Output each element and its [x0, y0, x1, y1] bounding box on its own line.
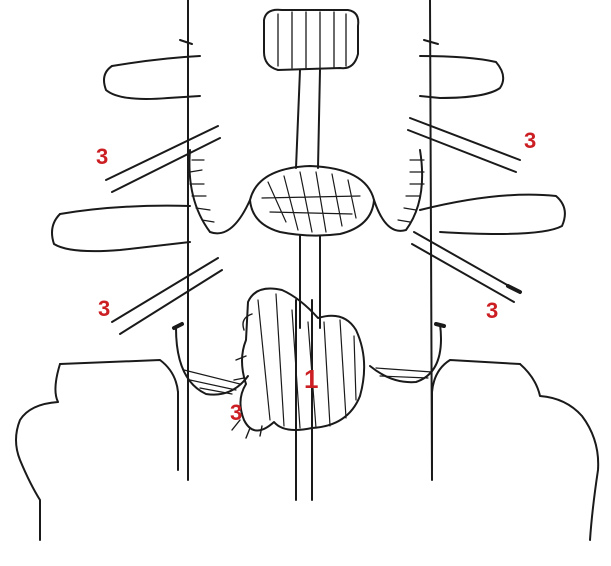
spinal-column-upper	[296, 70, 320, 168]
label-herniated-disc: 1	[304, 366, 318, 392]
nerve-root-lower-left	[112, 258, 222, 334]
middle-disc	[250, 166, 374, 236]
label-nerve-root-lower-center: 3	[230, 402, 242, 424]
nerve-root-upper-right	[408, 118, 520, 172]
transverse-process-upper-left	[104, 56, 200, 99]
transverse-process-middle-right	[420, 195, 565, 234]
nerve-root-lower-right	[412, 232, 520, 302]
transverse-process-upper-right	[420, 56, 503, 98]
dural-sac-outline	[180, 0, 438, 500]
spinal-column-lower	[300, 236, 320, 328]
nerve-root-upper-left	[106, 126, 220, 192]
articular-process-left	[189, 150, 250, 233]
articular-process-right	[374, 150, 424, 231]
label-nerve-root-lower-right: 3	[486, 300, 498, 322]
lower-lamina-right	[370, 324, 444, 382]
transverse-process-middle-left	[52, 206, 190, 251]
label-nerve-root-upper-left: 3	[96, 146, 108, 168]
label-nerve-root-lower-left: 3	[98, 298, 110, 320]
label-nerve-root-upper-right: 3	[524, 130, 536, 152]
upper-vertebral-body	[264, 10, 358, 70]
herniated-disc	[232, 289, 364, 439]
